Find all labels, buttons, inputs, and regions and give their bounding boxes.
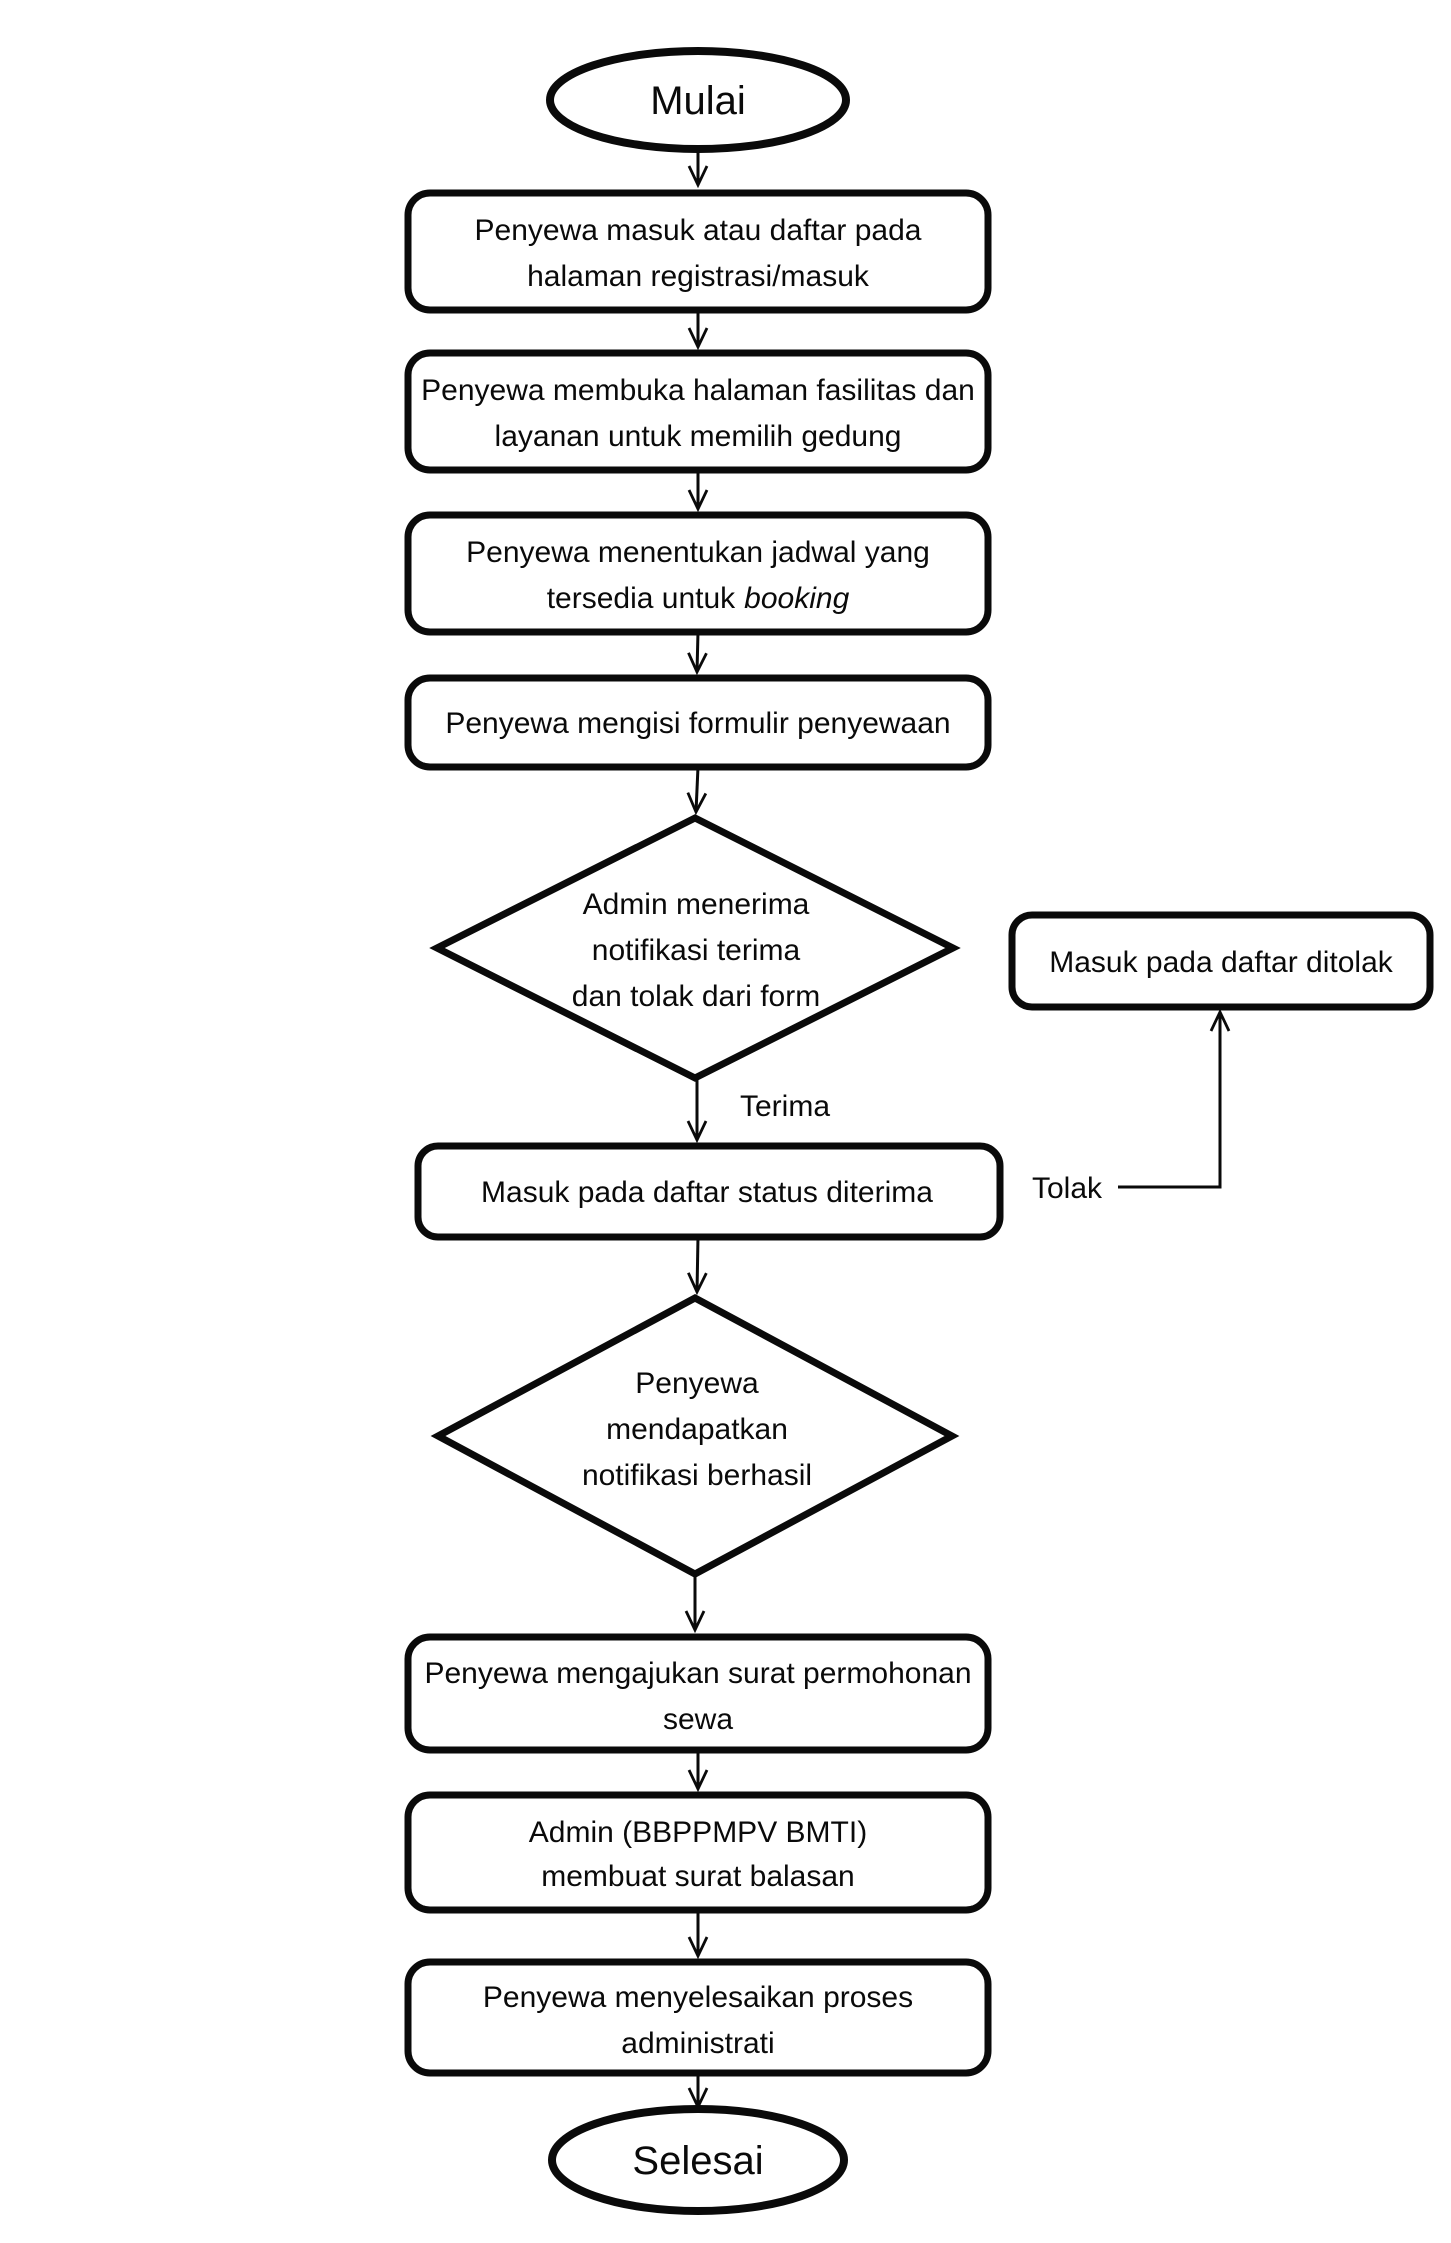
decision-admin-line3: dan tolak dari form <box>572 980 820 1013</box>
reply-letter-line2: membuat surat balasan <box>541 1860 855 1893</box>
administration-line2: administrati <box>621 2027 774 2060</box>
register-line2: halaman registrasi/masuk <box>527 260 870 293</box>
end-label: Selesai <box>632 2139 763 2183</box>
decision-notification-line1: Penyewa <box>635 1367 759 1400</box>
process-administration <box>404 1958 992 2077</box>
edge-label-reject: Tolak <box>1032 1172 1103 1205</box>
browse-line1: Penyewa membuka halaman fasilitas dan <box>421 374 975 407</box>
process-register <box>404 189 992 314</box>
request-letter-line2: sewa <box>663 1703 733 1736</box>
edge-label-accept: Terima <box>740 1090 830 1123</box>
process-rejected-list <box>1008 911 1434 1011</box>
process-fill-form <box>404 674 992 771</box>
process-reply-letter <box>404 1791 992 1914</box>
register-line1: Penyewa masuk atau daftar pada <box>475 214 922 247</box>
arrow-accepted-to-notification <box>687 1236 708 1296</box>
decision-notification <box>430 1294 960 1578</box>
schedule-line2-italic: booking <box>744 582 849 615</box>
start-terminator <box>546 47 850 153</box>
decision-admin-line2: notifikasi terima <box>592 934 801 967</box>
decision-admin <box>429 814 961 1082</box>
reply-letter-line1: Admin (BBPPMPV BMTI) <box>529 1816 867 1849</box>
fill-form-line1: Penyewa mengisi formulir penyewaan <box>445 707 950 740</box>
accepted-list-line1: Masuk pada daftar status diterima <box>481 1176 933 1209</box>
arrow-form-to-decision <box>686 766 708 816</box>
decision-admin-line1: Admin menerima <box>583 888 810 921</box>
browse-line2: layanan untuk memilih gedung <box>495 420 902 453</box>
rejected-list-line1: Masuk pada daftar ditolak <box>1049 946 1394 979</box>
start-label: Mulai <box>650 79 746 123</box>
decision-notification-line3: notifikasi berhasil <box>582 1459 812 1492</box>
arrow-schedule-to-form <box>687 631 708 676</box>
arrow-reject-to-rejected-list <box>1118 1008 1231 1189</box>
process-browse <box>404 349 992 474</box>
schedule-line1: Penyewa menentukan jadwal yang <box>466 536 930 569</box>
end-terminator <box>548 2105 848 2215</box>
process-accepted-list <box>414 1142 1004 1241</box>
decision-notification-line2: mendapatkan <box>606 1413 788 1446</box>
schedule-line2-regular: tersedia untuk <box>547 582 736 615</box>
administration-line1: Penyewa menyelesaikan proses <box>483 1981 913 2014</box>
request-letter-line1: Penyewa mengajukan surat permohonan <box>424 1657 971 1690</box>
process-schedule <box>404 511 992 636</box>
process-request-letter <box>404 1633 992 1754</box>
